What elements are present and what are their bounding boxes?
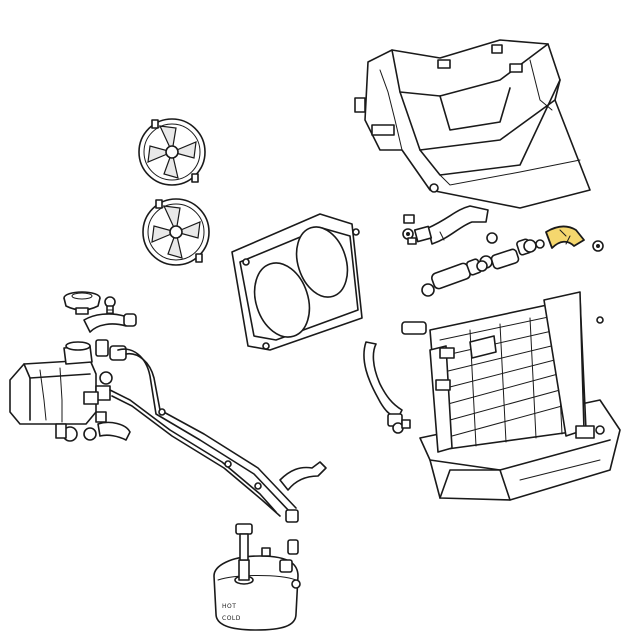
- lower-radiator-hose: [363, 341, 404, 434]
- radiator-assembly: [401, 291, 621, 501]
- cap-bolt: [104, 296, 116, 317]
- upper-cooling-fan: [138, 118, 206, 186]
- upper-radiator-hose: [402, 205, 498, 245]
- fan-frame-shroud: [231, 213, 363, 351]
- reservoir-cold-label: COLD: [222, 615, 241, 622]
- lower-connector-hose: [421, 258, 488, 297]
- connector-hose: [479, 238, 537, 270]
- radiator-support-shroud: [354, 39, 591, 209]
- misc-fasteners: [401, 237, 604, 429]
- lower-cooling-fan: [142, 198, 210, 266]
- radiator-cap: [63, 291, 101, 315]
- expansion-tank: [9, 341, 113, 425]
- overflow-reservoir: HOT COLD: [213, 523, 301, 631]
- highlighted-coolant-hose: [535, 225, 604, 252]
- tank-outlet-fittings: [55, 339, 131, 442]
- coolant-bleed-lines: [109, 348, 327, 555]
- tank-inlet-hose: [83, 313, 137, 333]
- reservoir-hot-label: HOT: [222, 603, 236, 610]
